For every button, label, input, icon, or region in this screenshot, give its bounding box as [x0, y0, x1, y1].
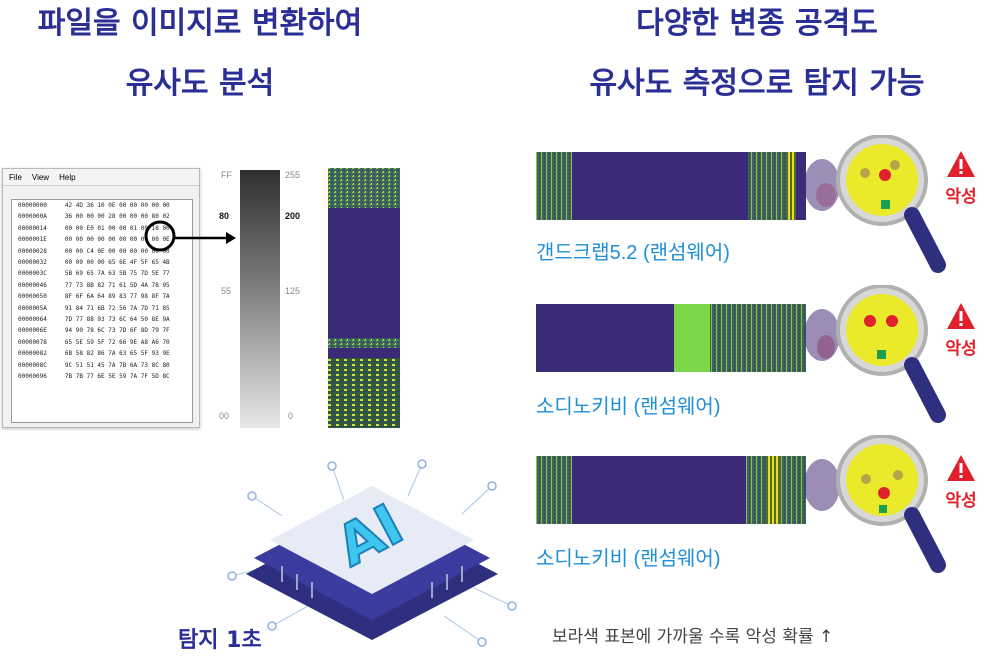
hex-tick-00: 00	[219, 411, 230, 421]
verdict-label: 악성	[945, 491, 977, 511]
hex-offset: 0000005A	[18, 304, 47, 312]
hex-editor-window: File View Help 00000000 42 4D 36 10 0E 00…	[2, 168, 200, 428]
hex-bytes: 00 00 C4 0E 00 00 00 00 00 00	[64, 247, 170, 255]
hex-bytes: 42 4D 36 10 0E 00 00 00 00 00	[64, 202, 170, 209]
dec-tick-200: 200	[285, 211, 301, 221]
verdict-label: 악성	[945, 187, 977, 207]
magnifier-1	[804, 135, 946, 273]
hex-row: 00000082 6B 58 82 86 7A 63 65 5F 93 9E	[12, 348, 192, 359]
hex-offset: 00000050	[18, 293, 47, 301]
hex-bytes: 77 73 8B 82 71 61 5D 4A 78 95	[64, 281, 170, 289]
grayscale-gradient	[240, 170, 280, 428]
hex-bytes: 8F 6F 6A 64 89 83 77 98 8F 7A	[64, 293, 170, 301]
hex-row: 0000000A 36 00 00 00 28 00 00 00 80 02	[12, 211, 192, 222]
hex-row: 00000064 7D 77 88 93 73 6C 64 50 8E 9A	[12, 314, 192, 325]
menu-view[interactable]: View	[31, 172, 50, 182]
converted-file-image	[328, 168, 400, 428]
hex-bytes: 9C 51 51 45 7A 7B 6A 73 8C 80	[64, 361, 170, 369]
hex-bytes: 91 84 71 6B 72 56 7A 7D 71 85	[64, 304, 170, 312]
hex-bytes: 00 00 00 00 65 6E 4F 5F 65 4B	[64, 259, 170, 267]
dec-tick-0: 0	[288, 411, 294, 421]
hex-bytes: 6B 58 82 86 7A 63 65 5F 93 9E	[64, 350, 170, 358]
hex-offset: 00000064	[18, 316, 47, 324]
warning-icon	[947, 455, 975, 481]
sample-caption-3: 소디노키비 (랜섬웨어)	[536, 548, 721, 570]
hex-row: 00000000 42 4D 36 10 0E 00 00 00 00 00	[12, 200, 192, 211]
right-title-line1: 다양한 변종 공격도	[636, 6, 878, 41]
hex-offset: 00000000	[18, 202, 47, 209]
right-title-line2: 유사도 측정으로 탐지 가능	[589, 66, 925, 101]
hex-row: 00000032 00 00 00 00 65 6E 4F 5F 65 4B	[12, 257, 192, 268]
menu-file[interactable]: File	[9, 172, 22, 182]
sample-strip-3	[536, 456, 806, 524]
verdict-3: 악성	[936, 454, 984, 511]
dec-tick-255: 255	[285, 170, 301, 180]
hex-row: 0000006E 94 90 78 6C 73 7D 6F 8D 79 7F	[12, 325, 192, 336]
hex-offset: 00000032	[18, 259, 47, 267]
left-title: 파일을 이미지로 변환하여 유사도 분석	[0, 2, 400, 106]
hex-tick-55: 55	[221, 286, 232, 296]
sample-strip-2	[536, 304, 806, 372]
menu-help[interactable]: Help	[59, 172, 76, 182]
ai-detection-label: 탐지 1초	[178, 628, 262, 653]
hex-offset: 00000028	[18, 247, 47, 255]
hex-tick-80: 80	[219, 211, 230, 221]
verdict-label: 악성	[945, 339, 977, 359]
hex-row: 0000001E 00 00 00 00 00 00 00 00 00 0E	[12, 234, 192, 245]
hex-row: 00000046 77 73 8B 82 71 61 5D 4A 78 95	[12, 280, 192, 291]
hex-offset: 00000078	[18, 338, 47, 346]
sample-caption-1: 갠드크랩5.2 (랜섬웨어)	[536, 242, 730, 264]
hex-offset: 00000046	[18, 281, 47, 289]
hex-bytes: 94 90 78 6C 73 7D 6F 8D 79 7F	[64, 327, 170, 335]
dec-tick-125: 125	[285, 286, 301, 296]
hex-bytes: 5B 69 65 7A 63 5B 75 7D 5E 77	[64, 270, 170, 278]
hex-tick-ff: FF	[221, 170, 232, 180]
hex-row: 0000005A 91 84 71 6B 72 56 7A 7D 71 85	[12, 303, 192, 314]
magnifier-2	[804, 285, 946, 423]
footnote: 보라색 표본에 가까울 수록 악성 확률 ↑	[552, 627, 834, 647]
verdict-2: 악성	[936, 302, 984, 359]
hex-row: 0000008C 9C 51 51 45 7A 7B 6A 73 8C 80	[12, 360, 192, 371]
highlight-circle	[144, 220, 176, 252]
verdict-1: 악성	[936, 150, 984, 207]
hex-bytes: 36 00 00 00 28 00 00 00 80 02	[64, 213, 170, 221]
highlight-arrow	[144, 220, 236, 252]
hex-bytes: 00 00 00 00 00 00 00 00 00 0E	[64, 236, 170, 244]
scatter-cluster	[804, 159, 840, 211]
hex-offset: 0000001E	[18, 236, 47, 244]
hex-offset: 00000014	[18, 224, 47, 232]
warning-icon	[947, 151, 975, 177]
hex-offset: 0000006E	[18, 327, 47, 335]
hex-offset: 00000096	[18, 373, 47, 381]
hex-row: 00000050 8F 6F 6A 64 89 83 77 98 8F 7A	[12, 291, 192, 302]
left-title-line1: 파일을 이미지로 변환하여	[37, 6, 363, 41]
left-title-line2: 유사도 분석	[125, 66, 275, 101]
magnifier-3	[804, 435, 946, 573]
warning-icon	[947, 303, 975, 329]
hex-bytes: 65 5E 59 5F 72 66 9E A8 A6 70	[64, 338, 170, 346]
hex-row: 00000028 00 00 C4 0E 00 00 00 00 00 00	[12, 246, 192, 257]
hex-offset: 0000000A	[18, 213, 47, 221]
hex-offset: 0000008C	[18, 361, 47, 369]
hex-row: 00000014 00 00 E0 01 00 00 01 00 18 00	[12, 223, 192, 234]
hex-offset: 00000082	[18, 350, 47, 358]
right-title: 다양한 변종 공격도 유사도 측정으로 탐지 가능	[530, 2, 984, 106]
hex-bytes: 7D 77 88 93 73 6C 64 50 8E 9A	[64, 316, 170, 324]
menu-bar: File View Help	[3, 169, 199, 186]
hex-row: 00000096 7B 7B 77 6E 5E 59 7A 7F 5D 8C	[12, 371, 192, 382]
hex-row: 0000003C 5B 69 65 7A 63 5B 75 7D 5E 77	[12, 268, 192, 279]
hex-offset: 0000003C	[18, 270, 47, 278]
sample-strip-1	[536, 152, 806, 220]
hex-bytes: 7B 7B 77 6E 5E 59 7A 7F 5D 8C	[64, 373, 170, 381]
hex-row: 00000078 65 5E 59 5F 72 66 9E A8 A6 70	[12, 337, 192, 348]
hex-bytes: 00 00 E0 01 00 00 01 00 18 00	[64, 224, 170, 232]
sample-caption-2: 소디노키비 (랜섬웨어)	[536, 396, 721, 418]
ai-chip-illustration: AI	[227, 459, 517, 647]
